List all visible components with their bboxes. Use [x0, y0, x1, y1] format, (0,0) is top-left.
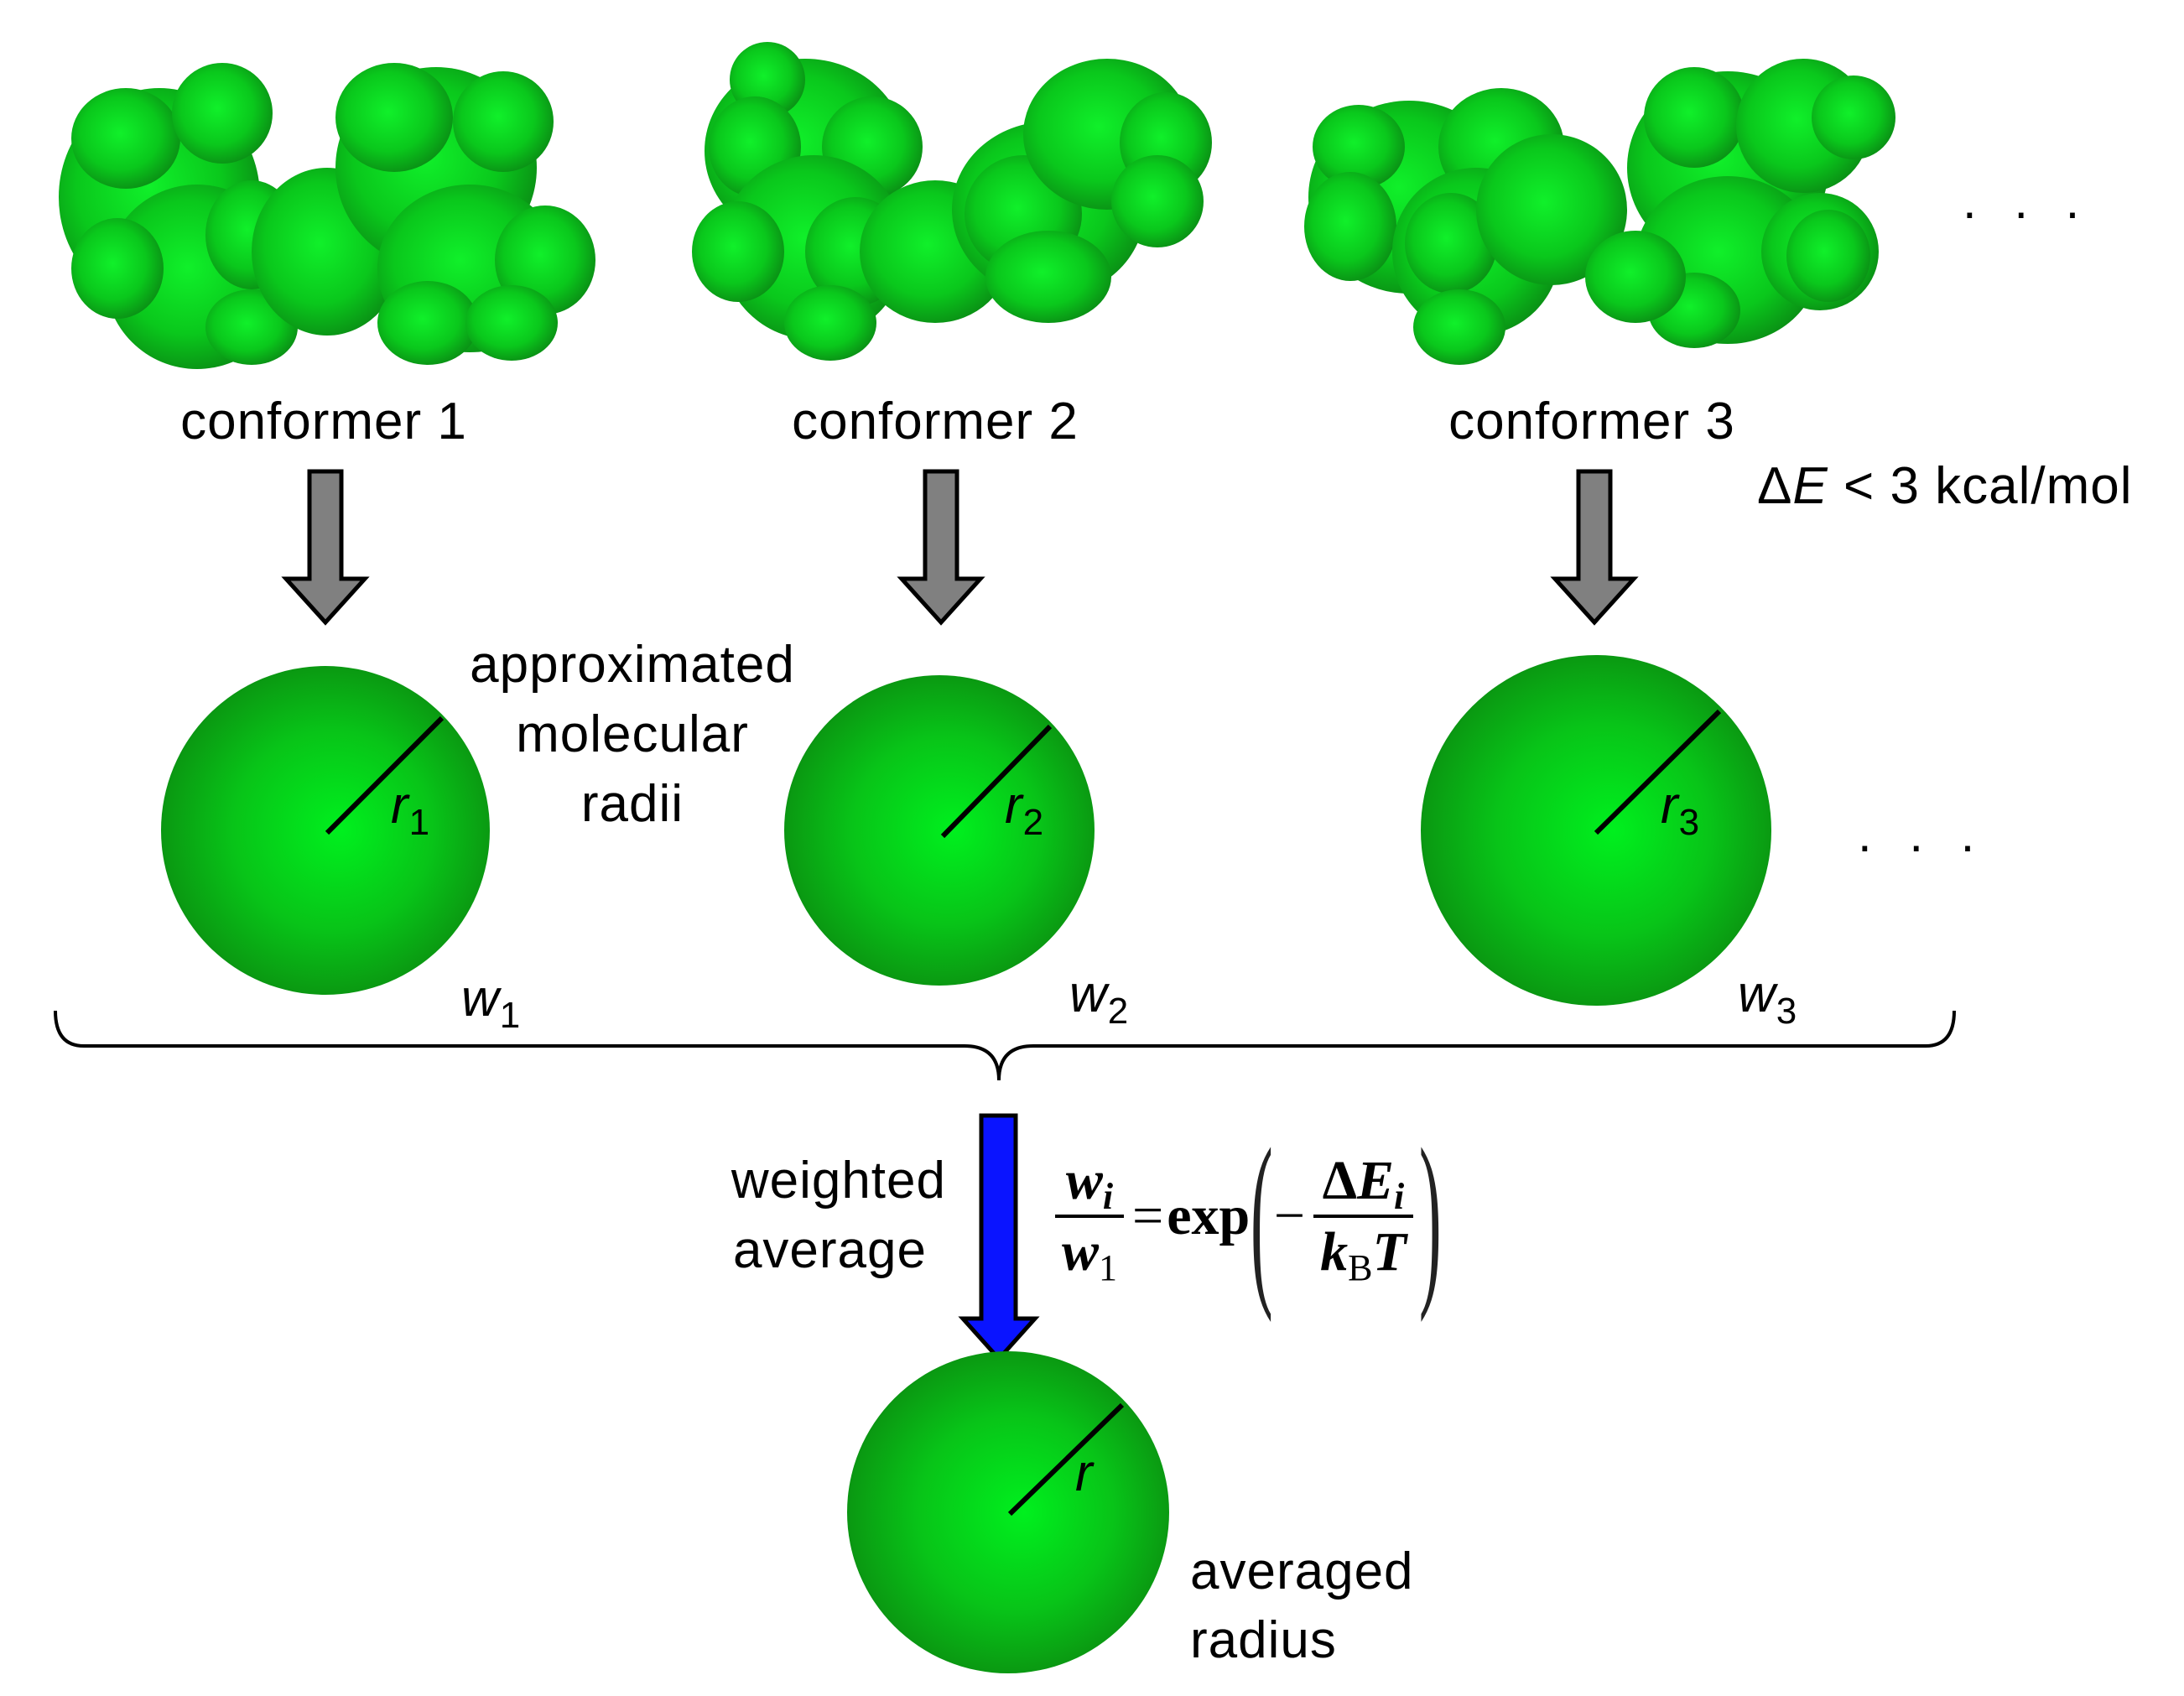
weighted-label-line-1: weighted — [731, 1152, 946, 1210]
energy-ratio-fraction: ΔEi kBT — [1313, 1152, 1413, 1288]
weight-ratio-fraction: wi w1 — [1055, 1152, 1125, 1288]
energy-cutoff-label: ΔE < 3 kcal/mol — [1757, 460, 2133, 512]
sphere-1 — [161, 666, 490, 995]
curly-brace — [54, 1010, 1956, 1081]
conformer-2-label: conformer 2 — [792, 393, 1079, 450]
averaged-label-line-1: averaged — [1190, 1543, 1414, 1600]
energy-cutoff-value: < 3 kcal/mol — [1828, 457, 2133, 515]
sphere-3 — [1421, 655, 1771, 1006]
conformer-1-molecule — [59, 63, 595, 369]
conformer-3-arrow — [1550, 469, 1639, 626]
weighted-average-arrow — [958, 1113, 1040, 1362]
conformer-1-label: conformer 1 — [180, 393, 467, 450]
paren-close: ) — [1418, 1109, 1442, 1323]
radius-3-label: r3 — [1661, 777, 1701, 843]
approx-label-line-2: molecular — [516, 705, 749, 763]
averaged-label-line-2: radius — [1190, 1611, 1337, 1669]
more-spheres-ellipsis: . . . — [1858, 806, 1987, 862]
conformer-3-molecule — [1304, 59, 1895, 365]
approx-label-line-1: approximated — [470, 636, 795, 694]
exp-function: exp — [1167, 1185, 1251, 1246]
conformer-2-molecule — [692, 42, 1212, 361]
weight-2-label: w2 — [1069, 965, 1130, 1032]
weight-3-label: w3 — [1738, 965, 1798, 1032]
radius-2-label: r2 — [1005, 777, 1045, 843]
averaged-sphere — [847, 1351, 1169, 1673]
conformer-3-label: conformer 3 — [1448, 393, 1735, 450]
paren-open: ( — [1251, 1109, 1273, 1323]
minus-sign: − — [1273, 1185, 1306, 1246]
weighted-label-line-2: average — [732, 1221, 927, 1279]
equals-sign: = — [1132, 1185, 1164, 1246]
radius-1-label: r1 — [391, 777, 431, 843]
boltzmann-weight-formula: wi w1 = exp ( − ΔEi kBT ) — [1050, 1120, 1442, 1313]
sphere-2 — [784, 675, 1095, 986]
more-conformers-ellipsis: . . . — [1963, 173, 2092, 229]
averaged-radius-symbol: r — [1075, 1444, 1094, 1502]
conformer-1-arrow — [281, 469, 370, 626]
delta-symbol: Δ — [1757, 457, 1793, 515]
energy-symbol: E — [1792, 457, 1828, 515]
weight-1-label: w1 — [461, 970, 522, 1036]
approx-label-line-3: radii — [580, 775, 684, 833]
conformer-2-arrow — [897, 469, 985, 626]
